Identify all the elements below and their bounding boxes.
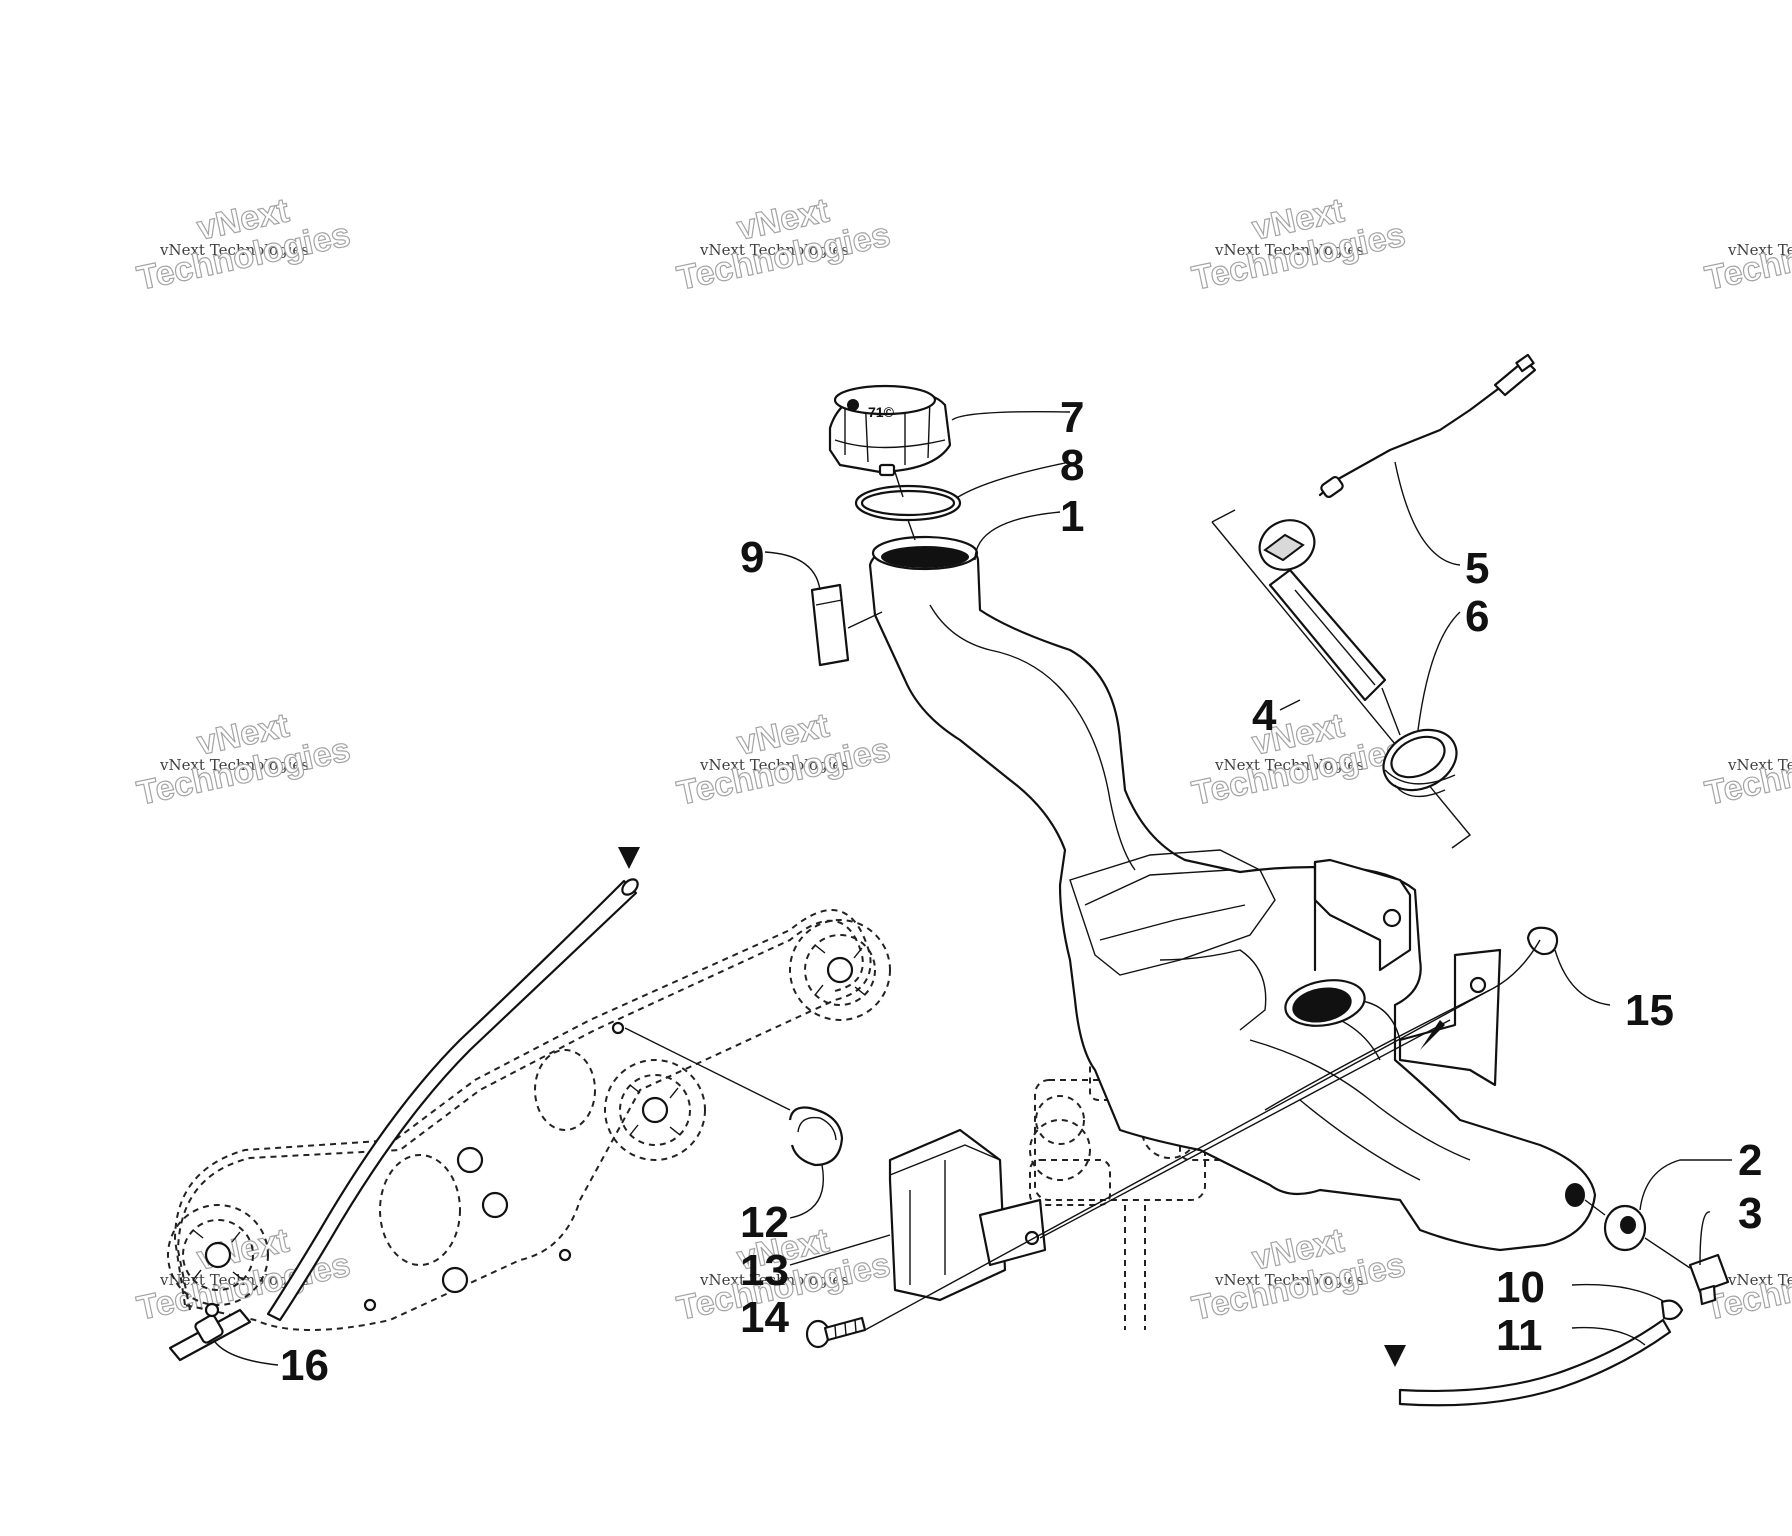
callout-8: 8 (1060, 441, 1084, 490)
callout-7: 7 (1060, 393, 1084, 442)
callout-10: 10 (1496, 1263, 1545, 1312)
sprocket-upper (789, 919, 891, 1021)
callout-5: 5 (1465, 544, 1489, 593)
watermark-mid: vNext Technologies (159, 241, 309, 259)
callout-4: 4 (1252, 691, 1277, 740)
callout-15: 15 (1625, 986, 1674, 1035)
watermark-mid: vNext Technologies (1214, 1271, 1364, 1289)
leader-15 (1554, 949, 1611, 1006)
warning-decal (810, 583, 850, 667)
watermark-mid: vNext Technologies (1214, 756, 1364, 774)
leader-lines (214, 410, 1732, 1366)
watermark-mid: vNext Technologies (699, 241, 849, 259)
vent-hose (266, 847, 640, 1322)
watermark: vNext vNext Technologies Technologies (1188, 706, 1409, 814)
tank-fittings (1384, 926, 1730, 1407)
watermark: vNext vNext Technologies Technologies (133, 191, 354, 299)
watermark: vNext vNext Technologies Technologies (1188, 191, 1409, 299)
bolt (456, 1146, 484, 1174)
leader-6 (1417, 611, 1461, 731)
callout-1: 1 (1060, 492, 1084, 541)
callout-12: 12 (740, 1198, 789, 1247)
callout-6: 6 (1465, 592, 1489, 641)
arrow-down-icon (618, 847, 640, 869)
fuel-cap: 71© (828, 384, 952, 477)
leader-16 (214, 1341, 279, 1366)
watermark: vNext vNext Technologies Technologies (673, 706, 894, 814)
leader-4 (1279, 699, 1301, 711)
callout-16: 16 (280, 1341, 329, 1390)
leader-13 (789, 1234, 891, 1266)
watermark: vNext vNext Technologies Technologies (1188, 1221, 1409, 1329)
watermark-big: Technologies (1702, 731, 1792, 813)
retaining-ring (788, 1106, 844, 1167)
fuel-level-sender-kit (1211, 353, 1537, 849)
leader-11 (1571, 1326, 1646, 1346)
sprocket-middle (604, 1059, 706, 1161)
callout-2: 2 (1738, 1136, 1762, 1185)
callout-9: 9 (740, 533, 764, 582)
watermark: vNext Technologies Technologies (1701, 215, 1792, 298)
leader-12 (789, 1164, 824, 1219)
watermark: vNext vNext Technologies Technologies (673, 191, 894, 299)
fuel-hose (1398, 1318, 1672, 1407)
callout-3: 3 (1738, 1189, 1762, 1238)
callout-14: 14 (740, 1293, 789, 1342)
watermark-mid: vNext Technologies (1727, 241, 1792, 259)
leader-7 (951, 410, 1071, 421)
fuel-hose-lower-left (168, 1302, 252, 1362)
watermark-mid: vNext Technologies (1214, 241, 1364, 259)
leader-2 (1639, 1159, 1732, 1211)
watermark-mid: vNext Technologies (699, 756, 849, 774)
leader-5 (1394, 461, 1461, 566)
watermark-mid: vNext Technologies (1727, 756, 1792, 774)
arrow-down-icon (1384, 1345, 1406, 1367)
watermark-mid: vNext Technologies (1727, 1271, 1792, 1289)
callout-11: 11 (1496, 1311, 1543, 1360)
watermark-mid: vNext Technologies (699, 1271, 849, 1289)
sprocket-lower (167, 1204, 269, 1306)
watermark: vNext vNext Technologies Technologies (133, 706, 354, 814)
screw (805, 1316, 867, 1349)
watermark: vNext Technologies Technologies (1701, 730, 1792, 813)
chain-case-outline (167, 909, 891, 1331)
cap-gasket (854, 484, 962, 522)
heat-shield-cover (888, 1128, 1047, 1302)
bolt (441, 1266, 469, 1294)
bolt (481, 1191, 509, 1219)
leader-8 (957, 461, 1071, 498)
watermark-big: Technologies (1702, 216, 1792, 298)
leader-9 (764, 551, 883, 629)
leader-3 (1699, 1211, 1711, 1266)
callout-13: 13 (740, 1246, 789, 1295)
callout-labels: 1 2 3 4 5 6 7 8 9 10 11 12 13 14 15 16 (280, 393, 1762, 1390)
hose-clamp (1660, 1299, 1684, 1321)
leader-10 (1571, 1283, 1666, 1303)
watermark-mid: vNext Technologies (159, 756, 309, 774)
fuel-tank (868, 535, 1597, 1252)
cap-marking: 71© (868, 404, 895, 420)
nut (1526, 926, 1559, 956)
leader-1 (974, 511, 1061, 561)
